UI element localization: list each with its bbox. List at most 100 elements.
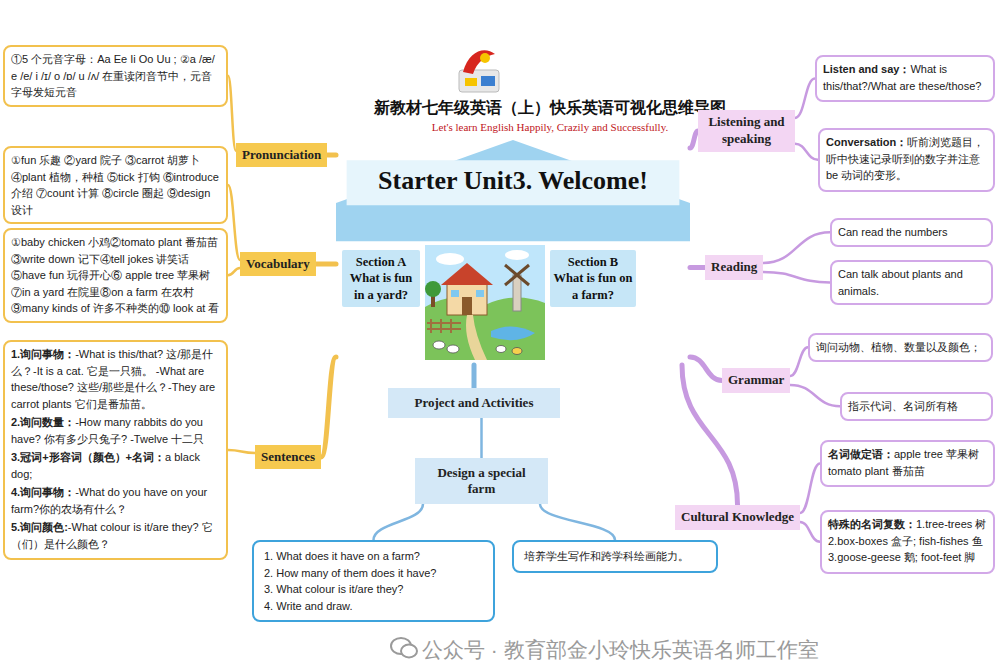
node-text: Grammar bbox=[728, 372, 784, 389]
branch-connector bbox=[228, 185, 240, 260]
node-text: Design a special farm bbox=[423, 465, 540, 497]
branch-label: Reading bbox=[705, 255, 763, 280]
house-window bbox=[476, 290, 484, 297]
branch-connector bbox=[327, 153, 336, 158]
text-group: Conversation：听前浏览题目，听中快速记录听到的数字并注意 be 动词… bbox=[826, 134, 987, 184]
tree bbox=[425, 281, 441, 307]
content-box: Listen and say：What is this/that?/What a… bbox=[815, 55, 995, 102]
text-group: 5.询问颜色:-What colour is it/are they? 它（们）… bbox=[11, 519, 220, 552]
branch-connector bbox=[690, 265, 705, 270]
text-group: 3.冠词+形容词（颜色）+名词：a black dog; bbox=[11, 449, 220, 482]
item-heading: 2.询问数量： bbox=[11, 416, 75, 428]
branch-connector bbox=[790, 347, 808, 376]
node-text: Cultural Knowledge bbox=[681, 509, 794, 526]
section-box: Section A What is fun in a yard? bbox=[342, 250, 420, 307]
item-heading: 特殊的名词复数： bbox=[828, 518, 916, 530]
node-text: Section A What is fun in a yard? bbox=[345, 254, 417, 303]
content-box: 指示代词、名词所有格 bbox=[840, 392, 993, 421]
node-text: Listening and speaking bbox=[704, 114, 789, 148]
path bbox=[466, 315, 487, 360]
node-text: Can talk about plants and animals. bbox=[838, 266, 985, 299]
text-group: 名词做定语：apple tree 苹果树 tomato plant 番茄苗 bbox=[828, 446, 987, 479]
sky bbox=[425, 245, 545, 360]
branch-connector bbox=[690, 357, 722, 380]
house-roof bbox=[441, 263, 493, 285]
item-heading: Conversation： bbox=[826, 136, 907, 148]
node-text: 2. How many of them does it have? bbox=[264, 565, 483, 582]
branch-connector bbox=[795, 144, 818, 160]
item-heading: 5.询问颜色: bbox=[11, 521, 68, 533]
node-text: 询问动物、植物、数量以及颜色； bbox=[816, 339, 985, 356]
node-text: 4. Write and draw. bbox=[264, 598, 483, 615]
content-box: Conversation：听前浏览题目，听中快速记录听到的数字并注意 be 动词… bbox=[818, 128, 995, 192]
branch-connector bbox=[228, 76, 236, 151]
watermark: 公众号 · 教育部金小玲快乐英语名师工作室 bbox=[422, 636, 982, 664]
fence bbox=[427, 319, 461, 333]
content-box: 名词做定语：apple tree 苹果树 tomato plant 番茄苗 bbox=[820, 440, 995, 487]
branch-connector bbox=[374, 504, 424, 540]
node-text: Section B What is fun on a farm? bbox=[553, 254, 633, 303]
node-text: ①fun 乐趣 ②yard 院子 ③carrot 胡萝卜 ④plant 植物，种… bbox=[11, 152, 220, 218]
node-text: ①5 个元音字母：Aa Ee Ii Oo Uu ; ②a /æ/ e /e/ i… bbox=[11, 51, 220, 101]
node-text: 培养学生写作和跨学科绘画能力。 bbox=[524, 548, 706, 565]
content-box: 1. What does it have on a farm?2. How ma… bbox=[252, 540, 495, 622]
cloud bbox=[436, 253, 464, 265]
branch-connector bbox=[228, 268, 240, 275]
wechat-icon bbox=[390, 636, 418, 660]
content-box: Can read the numbers bbox=[830, 218, 993, 247]
node-text: Pronunciation bbox=[242, 147, 321, 163]
central-banner: Starter Unit3. Welcome! Section A What is… bbox=[336, 140, 690, 365]
node-text: Reading bbox=[711, 259, 757, 276]
node-text: Can read the numbers bbox=[838, 224, 985, 241]
text-group: 特殊的名词复数：1.tree-trees 树 2.box-boxes 盒子; f… bbox=[828, 516, 987, 566]
pond bbox=[491, 326, 535, 340]
cloud bbox=[505, 250, 529, 260]
windmill-tower bbox=[513, 275, 521, 311]
node-text: Vocabulary bbox=[246, 256, 310, 272]
logo-base bbox=[459, 70, 499, 92]
branch-label: Listening and speaking bbox=[698, 110, 795, 152]
section-box: Section B What is fun on a farm? bbox=[550, 250, 636, 307]
item-heading: 3.冠词+形容词（颜色）+名词： bbox=[11, 451, 165, 463]
item-heading: Listen and say： bbox=[823, 63, 910, 75]
branch-connector bbox=[228, 450, 255, 453]
branch-connector bbox=[690, 131, 698, 148]
house-wall bbox=[447, 283, 487, 315]
windmill-blades bbox=[505, 265, 529, 285]
content-box: 1.询问事物：-What is this/that? 这/那是什么？-It is… bbox=[3, 340, 228, 560]
branch-label: Pronunciation bbox=[236, 143, 327, 167]
roof-shape bbox=[336, 140, 690, 241]
branch-connector bbox=[763, 272, 830, 283]
node-text: Sentences bbox=[261, 449, 315, 465]
farm-illustration bbox=[425, 245, 545, 360]
content-box: Can talk about plants and animals. bbox=[830, 260, 993, 305]
text-group: Listen and say：What is this/that?/What a… bbox=[823, 61, 987, 94]
logo-book bbox=[481, 76, 495, 86]
branch-connector bbox=[480, 418, 483, 458]
item-heading: 4.询问事物： bbox=[11, 486, 75, 498]
branch-connector bbox=[763, 232, 830, 263]
text-group: 4.询问事物：-What do you have on your farm?你的… bbox=[11, 484, 220, 517]
branch-connector bbox=[800, 522, 820, 542]
text-group: 2.询问数量：-How many rabbits do you have? 你有… bbox=[11, 414, 220, 447]
branch-connector bbox=[795, 79, 815, 119]
branch-connector bbox=[790, 385, 840, 406]
branch-label: Sentences bbox=[255, 445, 321, 469]
branch-connector bbox=[540, 504, 615, 540]
logo-book bbox=[465, 78, 477, 86]
logo-flag bbox=[463, 50, 495, 74]
branch-connector bbox=[472, 365, 477, 388]
content-box: ①5 个元音字母：Aa Ee Ii Oo Uu ; ②a /æ/ e /e/ i… bbox=[3, 45, 228, 107]
item-heading: 1.询问事物： bbox=[11, 348, 75, 360]
house-window bbox=[451, 290, 459, 297]
content-box: 培养学生写作和跨学科绘画能力。 bbox=[512, 540, 718, 573]
project-box: Project and Activities bbox=[388, 388, 560, 418]
branch-label: Grammar bbox=[722, 368, 790, 393]
branch-connector bbox=[800, 464, 820, 514]
item-heading: 名词做定语： bbox=[828, 448, 894, 460]
unit-title: Starter Unit3. Welcome! bbox=[336, 166, 690, 196]
branch-label: Cultural Knowledge bbox=[675, 505, 800, 530]
animals bbox=[433, 341, 522, 355]
content-box: ①fun 乐趣 ②yard 院子 ③carrot 胡萝卜 ④plant 植物，种… bbox=[3, 146, 228, 224]
